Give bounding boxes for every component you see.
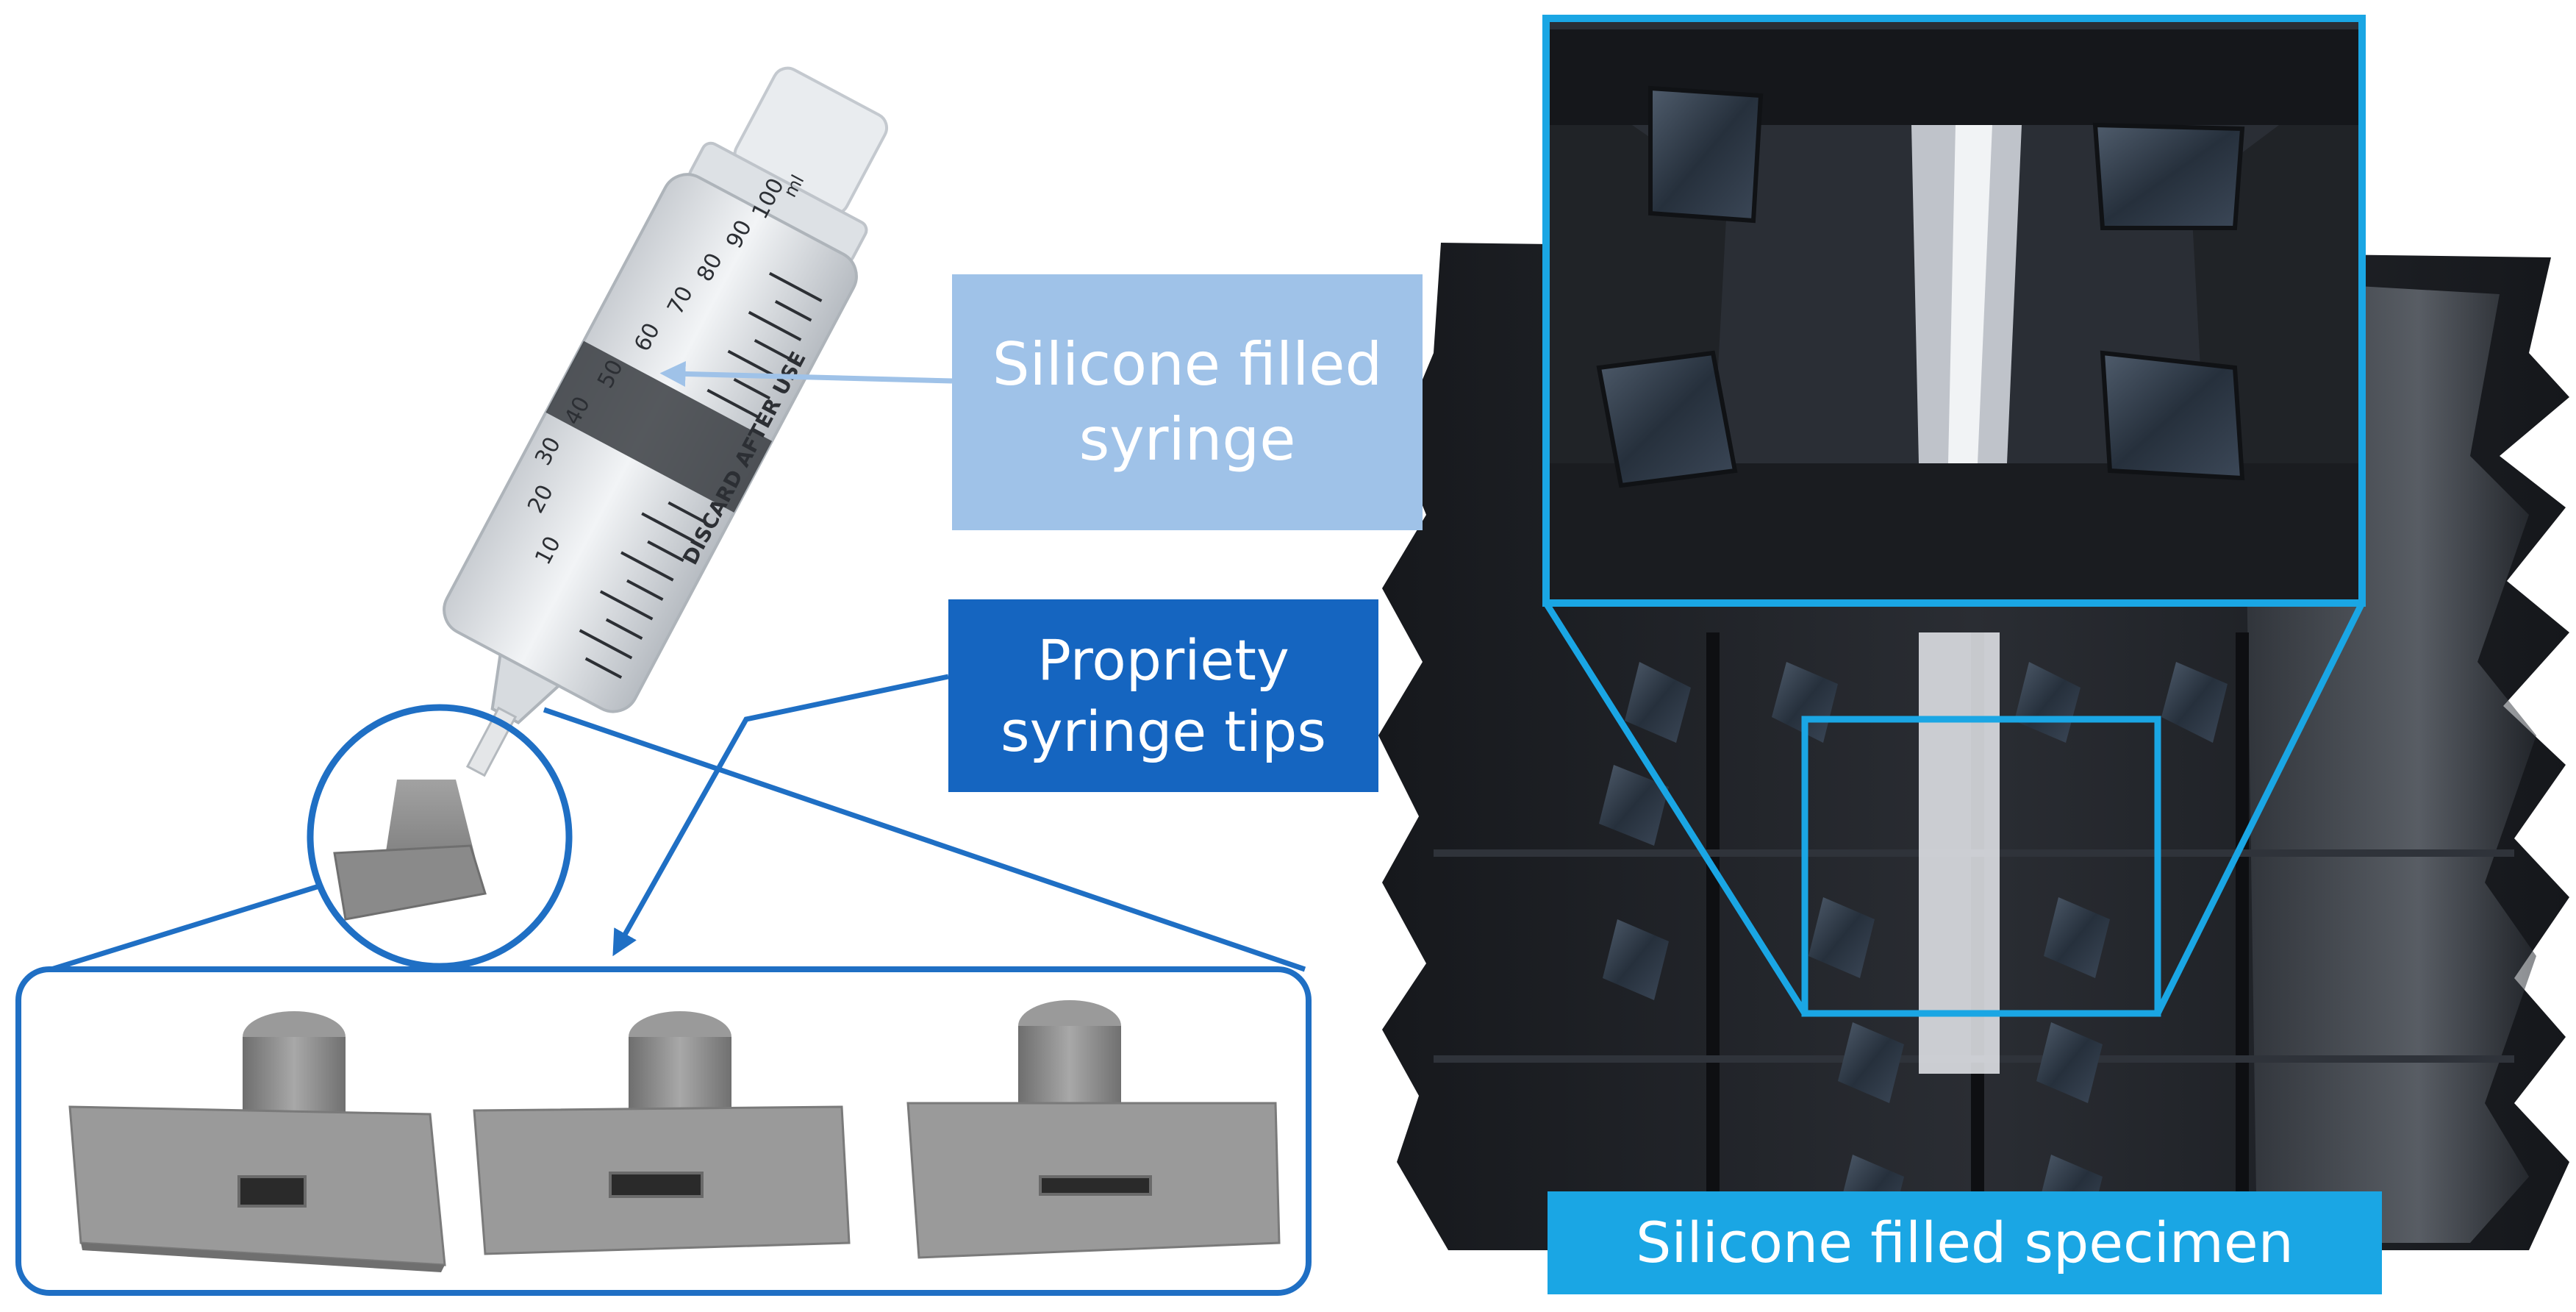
syringe-tips-label-line: syringe tips [1000,699,1326,764]
specimen-label: Silicone filled specimen [1548,1191,2382,1294]
specimen-highlight-box [1801,716,2161,1017]
zoom-connector-line [50,883,321,972]
zoom-connector-line [1543,601,1808,1016]
silicone-syringe-label-line: syringe [1078,405,1296,474]
syringe-tip-photo [473,1011,851,1255]
syringe-tips-label: Propriety syringe tips [948,599,1378,792]
zoom-connector-line [2154,601,2366,1016]
attached-syringe-tip [333,780,487,921]
silicone-syringe-label-line: Silicone filled [992,329,1383,399]
tips-callout-arrow [612,674,949,957]
zoom-connector-line [543,707,1306,972]
syringe-tip-photo [906,1000,1281,1259]
syringe-photo: 10 20 30 40 50 60 70 80 90 100 ml DISCAR… [333,66,889,921]
silicone-syringe-label: Silicone filled syringe [952,274,1423,530]
syringe-tip-photo [68,1011,446,1272]
specimen-zoom-frame [1542,15,2366,607]
specimen-label-text: Silicone filled specimen [1636,1210,2294,1276]
specimen-zoom-inset [1546,18,2362,603]
syringe-callout-arrow [659,360,953,387]
syringe-tips-label-line: Propriety [1037,627,1289,693]
